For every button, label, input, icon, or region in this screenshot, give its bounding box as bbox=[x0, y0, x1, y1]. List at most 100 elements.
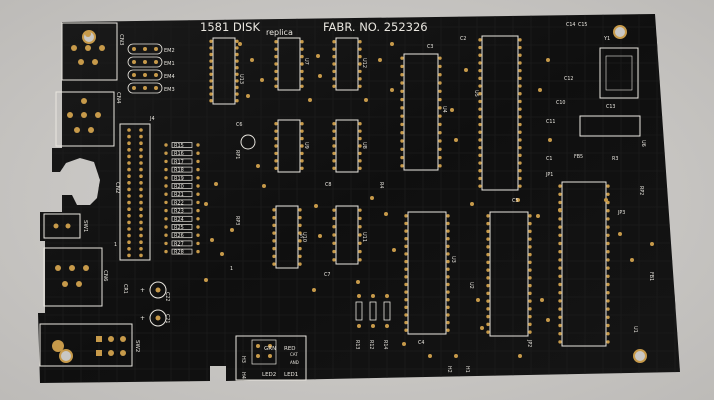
resistor-pad bbox=[196, 241, 200, 246]
cn2-pin bbox=[127, 194, 131, 198]
ic-pin bbox=[528, 314, 532, 319]
resistor-label: R23 bbox=[174, 209, 184, 215]
ic-pin bbox=[209, 59, 213, 63]
resistor-body bbox=[171, 215, 193, 222]
ic-pin bbox=[558, 258, 562, 262]
via bbox=[314, 204, 318, 208]
svg-text:C2: C2 bbox=[460, 36, 466, 42]
ic-pin bbox=[358, 151, 362, 156]
svg-text:C5: C5 bbox=[512, 198, 518, 204]
ic-pin bbox=[438, 147, 442, 151]
ic-pin bbox=[404, 214, 408, 218]
ic-pin bbox=[332, 77, 336, 81]
ic-pin bbox=[446, 290, 450, 294]
ic-pin bbox=[518, 138, 522, 142]
ic-pin bbox=[404, 297, 408, 302]
ic-pin bbox=[446, 297, 450, 302]
ic-pin bbox=[486, 221, 490, 226]
ic-pin bbox=[606, 233, 610, 237]
ic-pin bbox=[332, 62, 336, 66]
ic-pin bbox=[300, 136, 304, 141]
via bbox=[454, 354, 458, 358]
cn2-pin bbox=[127, 181, 131, 185]
passive-labels: C3 C2 C14 C15 C10 C11 C12 C13 C1 C5 C8 C… bbox=[114, 22, 654, 373]
ic-pin bbox=[300, 144, 304, 148]
svg-text:J4: J4 bbox=[149, 116, 155, 122]
cn2-pin bbox=[139, 148, 143, 152]
ic-pin bbox=[274, 122, 278, 126]
ic-pin bbox=[358, 69, 362, 74]
cn2-pin bbox=[139, 174, 143, 178]
ic-pin bbox=[478, 145, 482, 150]
ic-pin bbox=[358, 166, 362, 170]
cn2-pin bbox=[127, 134, 131, 139]
via bbox=[558, 208, 562, 212]
ic-pin bbox=[404, 252, 408, 256]
resistor-pad bbox=[196, 208, 200, 213]
ic-pin bbox=[274, 54, 278, 59]
ic-pin bbox=[518, 184, 522, 188]
ic-pin bbox=[528, 260, 532, 265]
ic-pin bbox=[235, 72, 239, 77]
resistor-pad bbox=[164, 192, 168, 196]
ic-pin bbox=[558, 323, 562, 328]
ic-pin bbox=[486, 283, 490, 288]
ic-pin bbox=[606, 315, 610, 319]
ic-pin bbox=[518, 45, 522, 50]
cn2-pin bbox=[127, 227, 131, 231]
ic-pin bbox=[400, 64, 404, 69]
cn2-pin bbox=[139, 247, 143, 251]
ic-pin bbox=[518, 169, 522, 173]
ic-pin bbox=[274, 151, 278, 156]
ic-pin bbox=[446, 267, 450, 271]
ic-pin bbox=[528, 221, 532, 226]
via bbox=[480, 326, 484, 330]
via bbox=[546, 58, 550, 62]
ic-pin bbox=[558, 299, 562, 303]
ic-pin bbox=[300, 129, 304, 133]
svg-text:JP1: JP1 bbox=[545, 172, 553, 178]
ic-pin bbox=[446, 214, 450, 218]
svg-text:U8: U8 bbox=[361, 142, 367, 149]
svg-text:C3: C3 bbox=[427, 44, 433, 50]
resistor-label: R16 bbox=[174, 151, 184, 157]
svg-text:5: 5 bbox=[300, 234, 303, 240]
ic-pin bbox=[606, 200, 610, 205]
via bbox=[428, 354, 432, 358]
ic-u12: U12 bbox=[335, 37, 367, 91]
ic-pin bbox=[606, 274, 610, 278]
ic-pin bbox=[358, 54, 362, 59]
ic-u2: U2 bbox=[468, 211, 529, 337]
via bbox=[370, 196, 374, 200]
ic-pin bbox=[209, 92, 213, 96]
cn2-pin bbox=[139, 207, 143, 211]
ic-pin bbox=[404, 282, 408, 287]
ic-pin bbox=[518, 68, 522, 73]
ic-pin bbox=[404, 320, 408, 325]
cn2-pin bbox=[139, 194, 143, 198]
ic-pin bbox=[558, 241, 562, 246]
svg-text:C10: C10 bbox=[556, 100, 565, 106]
ic-pin bbox=[332, 208, 336, 212]
ic-pin bbox=[300, 62, 304, 66]
resistor-body bbox=[171, 174, 193, 181]
svg-text:R4: R4 bbox=[378, 182, 384, 188]
svg-text:U10: U10 bbox=[301, 232, 307, 242]
ic-pin bbox=[438, 155, 442, 160]
ic-pin bbox=[209, 85, 213, 90]
via bbox=[450, 108, 454, 112]
ic-pin bbox=[300, 166, 304, 170]
ic-pin bbox=[209, 39, 213, 43]
ic-pin bbox=[446, 252, 450, 256]
ic-pin bbox=[478, 76, 482, 81]
ic-pin bbox=[272, 215, 276, 220]
ic-pin bbox=[332, 84, 336, 88]
svg-text:RP3: RP3 bbox=[234, 216, 240, 225]
cn6-label: CN6 bbox=[102, 270, 108, 282]
ic-pin bbox=[358, 144, 362, 148]
ic-pin bbox=[272, 254, 276, 259]
ic-pin bbox=[528, 252, 532, 257]
ic-pin bbox=[274, 136, 278, 141]
ic-pin bbox=[404, 221, 408, 226]
svg-text:Y1: Y1 bbox=[603, 36, 610, 42]
